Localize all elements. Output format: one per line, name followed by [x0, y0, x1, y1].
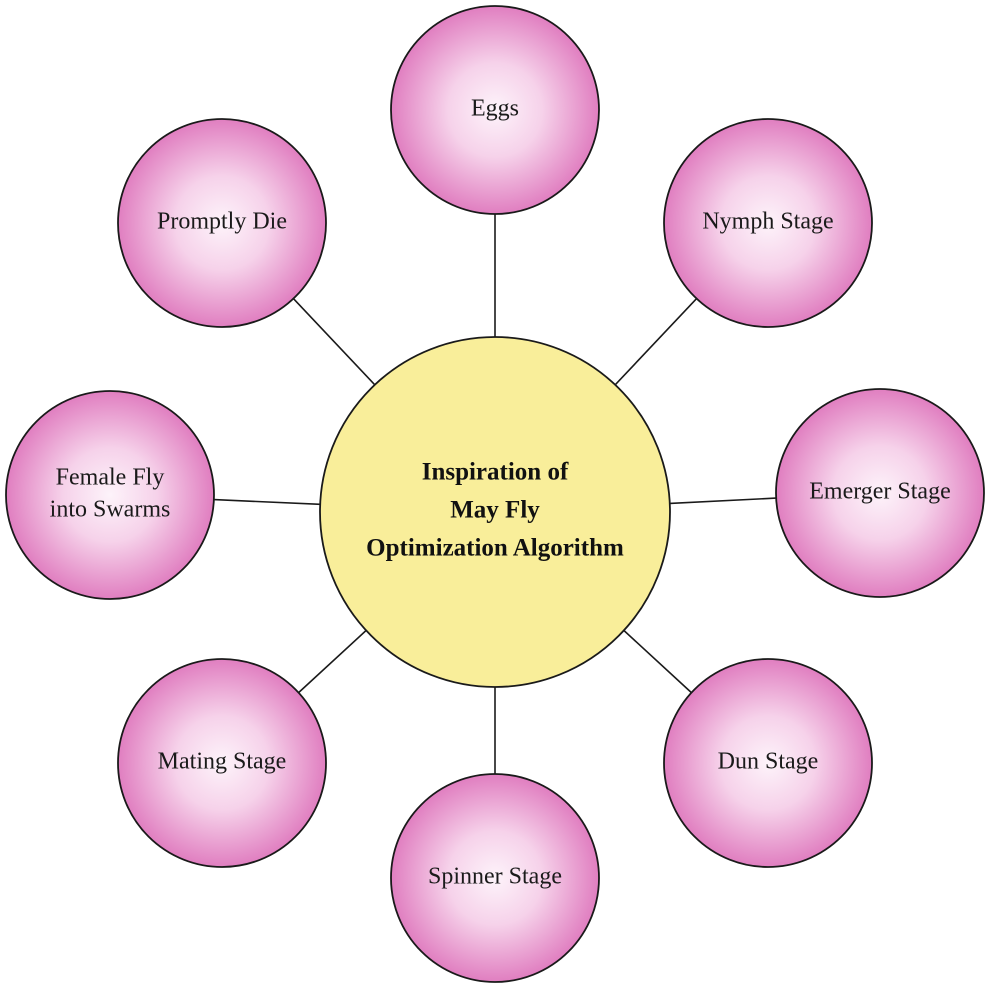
center-title-line: Optimization Algorithm	[366, 535, 624, 562]
connector-promptly-die	[292, 298, 376, 386]
connector-mating-stage	[298, 629, 367, 694]
node-label-nymph-stage: Nymph Stage	[702, 209, 833, 235]
node-label-eggs: Eggs	[471, 96, 519, 122]
connector-female-fly-into-swarms	[213, 498, 321, 506]
node-dun-stage: Dun Stage	[663, 658, 873, 868]
node-circle-spinner-stage	[390, 773, 600, 983]
node-circle-dun-stage	[663, 658, 873, 868]
node-label-promptly-die: Promptly Die	[157, 209, 287, 235]
node-label-female-fly-into-swarms: into Swarms	[50, 497, 171, 523]
node-circle-mating-stage	[117, 658, 327, 868]
node-label-mating-stage: Mating Stage	[158, 749, 287, 775]
node-promptly-die: Promptly Die	[117, 118, 327, 328]
connector-emerger-stage	[669, 497, 777, 505]
node-female-fly-into-swarms: Female Fly into Swarms	[5, 390, 215, 600]
node-nymph-stage: Nymph Stage	[663, 118, 873, 328]
node-circle-emerger-stage	[775, 388, 985, 598]
node-label-spinner-stage: Spinner Stage	[428, 864, 562, 890]
node-spinner-stage: Spinner Stage	[390, 773, 600, 983]
node-mating-stage: Mating Stage	[117, 658, 327, 868]
node-label-female-fly-into-swarms: Female Fly	[56, 465, 165, 491]
connector-nymph-stage	[614, 298, 698, 386]
node-circle-female-fly-into-swarms	[5, 390, 215, 600]
node-circle-nymph-stage	[663, 118, 873, 328]
connector-dun-stage	[623, 629, 692, 694]
node-label-dun-stage: Dun Stage	[718, 749, 819, 775]
node-emerger-stage: Emerger Stage	[775, 388, 985, 598]
node-eggs: Eggs	[390, 5, 600, 215]
connectors-group	[213, 214, 777, 774]
center-circle	[319, 336, 671, 688]
node-circle-promptly-die	[117, 118, 327, 328]
center-title-line: May Fly	[450, 497, 540, 524]
node-circle-eggs	[390, 5, 600, 215]
node-label-emerger-stage: Emerger Stage	[809, 479, 951, 505]
center-title-line: Inspiration of	[422, 459, 569, 486]
